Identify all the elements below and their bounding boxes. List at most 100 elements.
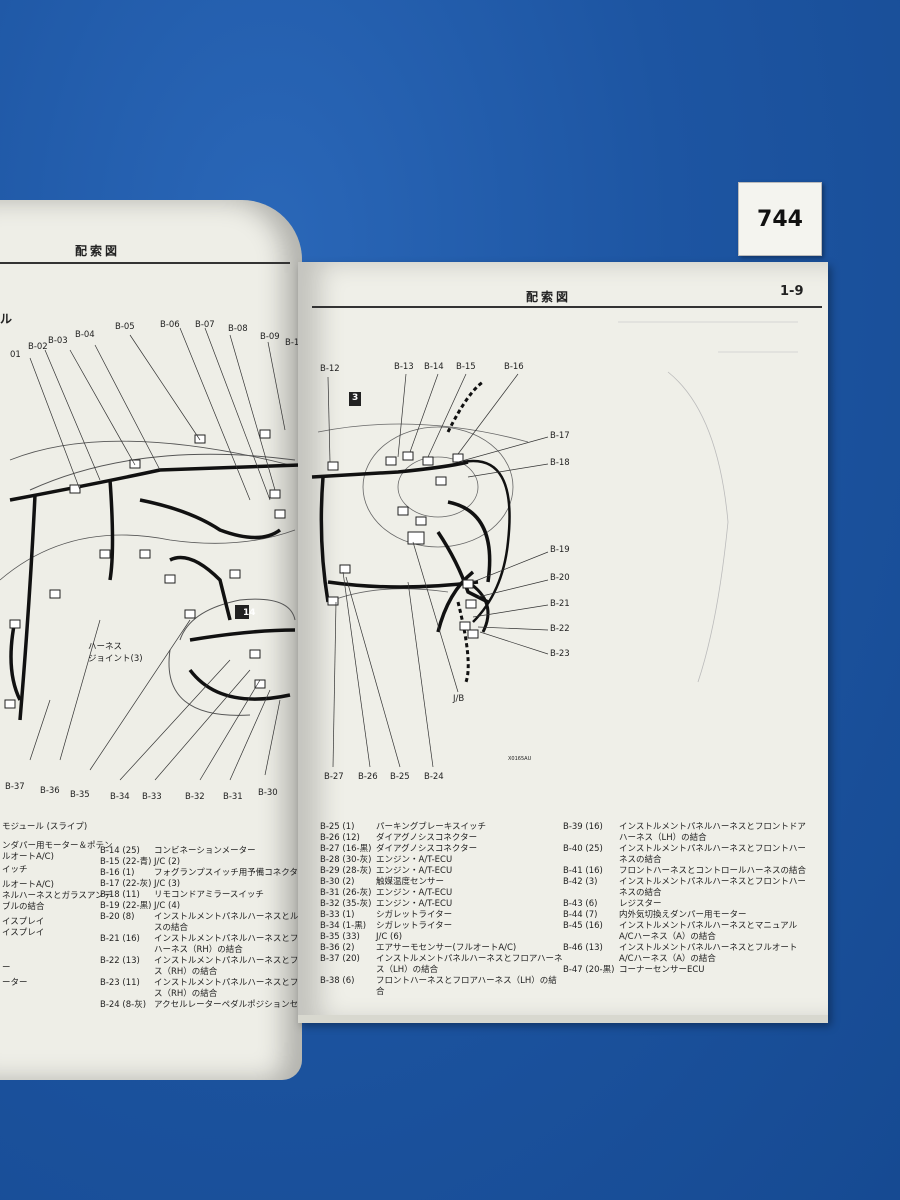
legend-code: B-22 (13) [100, 956, 140, 966]
page-number-tag: 744 [738, 182, 822, 256]
jb-label: J/B [453, 694, 465, 704]
left-top-label-b10: B-10 [285, 338, 302, 348]
right-top-label-b14: B-14 [424, 362, 444, 372]
right-page-number: 1-9 [780, 284, 804, 299]
legend-row: 合 [320, 987, 563, 998]
left-top-label-b04: B-04 [75, 330, 95, 340]
legend-row: B-45 (16)インストルメントパネルハーネスとマニュアル [563, 921, 806, 932]
left-top-label-b06: B-06 [160, 320, 180, 330]
legend-row: B-15 (22-青)J/C (2) [100, 857, 302, 868]
legend-text: J/C (3) [154, 879, 181, 889]
right-header-rule [312, 306, 822, 308]
right-side-label-b19: B-19 [550, 545, 570, 555]
legend-code: B-35 (33) [320, 932, 360, 942]
right-legend-right: B-39 (16)インストルメントパネルハーネスとフロントドアハーネス（LH）の… [563, 822, 806, 976]
legend-row: B-38 (6)フロントハーネスとフロアハーネス（LH）の結 [320, 976, 563, 987]
legend-text: シガレットライター [376, 910, 453, 920]
right-side-label-b18: B-18 [550, 458, 570, 468]
right-side-label-b17: B-17 [550, 431, 570, 441]
legend-code: B-23 (11) [100, 978, 140, 988]
legend-code: B-25 (1) [320, 822, 355, 832]
legend-row: B-39 (16)インストルメントパネルハーネスとフロントドア [563, 822, 806, 833]
legend-code: B-19 (22-黒) [100, 901, 152, 911]
legend-code: B-40 (25) [563, 844, 603, 854]
left-bottom-label-b31: B-31 [223, 792, 243, 802]
harness-joint-line2: ジョイント(3) [88, 654, 143, 664]
left-fragment: モジュール (スライプ) [2, 822, 88, 832]
legend-code: B-14 (25) [100, 846, 140, 856]
right-top-label-b13: B-13 [394, 362, 414, 372]
legend-code: B-24 (8-灰) [100, 1000, 147, 1010]
left-fragment: ーター [2, 978, 28, 988]
legend-row: B-43 (6)レジスター [563, 899, 806, 910]
legend-row: A/Cハーネス（A）の結合 [563, 954, 806, 965]
legend-row: B-18 (11)リモコンドアミラースイッチ [100, 890, 302, 901]
right-marker: 3 [352, 393, 359, 403]
legend-code: B-43 (6) [563, 899, 598, 909]
legend-code [100, 989, 154, 1000]
left-fragment: イッチ [2, 865, 28, 875]
legend-text: フォグランプスイッチ用予備コネクター [154, 868, 302, 878]
legend-row: B-24 (8-灰) アクセルレーターペダルポジションセ [100, 1000, 302, 1011]
legend-row: B-36 (2)エアサーモセンサー(フルオートA/C) [320, 943, 563, 954]
right-side-label-b22: B-22 [550, 624, 570, 634]
legend-code: B-30 (2) [320, 877, 355, 887]
left-fragment: ー [2, 963, 11, 973]
legend-code [100, 923, 154, 934]
left-fragment: イスプレイ [2, 917, 45, 927]
legend-text: ダイアグノシスコネクター [376, 844, 478, 854]
left-bottom-label-b35: B-35 [70, 790, 90, 800]
legend-code: B-37 (20) [320, 954, 360, 964]
legend-code: B-16 (1) [100, 868, 135, 878]
right-bottom-label-b26: B-26 [358, 772, 378, 782]
legend-text: インストルメントパネルハーネスとフロントドア [619, 822, 806, 832]
legend-code [100, 945, 154, 956]
legend-text: コンビネーションメーター [154, 846, 256, 856]
left-wiring-diagram [0, 327, 301, 781]
legend-text: パーキングブレーキスイッチ [376, 822, 486, 832]
left-top-label-b09: B-09 [260, 332, 280, 342]
legend-row: B-25 (1) パーキングブレーキスイッチ [320, 822, 563, 833]
legend-row: ハーネス（LH）の結合 [563, 833, 806, 844]
right-top-label-b12: B-12 [320, 364, 340, 374]
legend-text: スの結合 [154, 923, 189, 933]
legend-text: J/C (2) [154, 857, 181, 867]
legend-code: B-17 (22-灰) [100, 879, 152, 889]
legend-code [320, 987, 376, 998]
left-header-rule [0, 262, 290, 264]
left-title-fragment: ル [0, 312, 13, 326]
legend-row: B-29 (28-灰)エンジン・A/T-ECU [320, 866, 563, 877]
right-side-label-b20: B-20 [550, 573, 570, 583]
legend-text: 内外気切換えダンパー用モーター [619, 910, 747, 920]
legend-code: B-32 (35-灰) [320, 899, 372, 909]
legend-code [563, 932, 619, 943]
legend-text: アクセルレーターペダルポジションセ [154, 1000, 299, 1010]
left-bottom-label-b33: B-33 [142, 792, 162, 802]
legend-row: B-21 (16)インストルメントパネルハーネスとフロ [100, 934, 302, 945]
legend-text: A/Cハーネス（A）の結合 [619, 954, 716, 964]
legend-code [100, 967, 154, 978]
legend-row: B-33 (1)シガレットライター [320, 910, 563, 921]
legend-code: B-29 (28-灰) [320, 866, 372, 876]
legend-code [563, 888, 619, 899]
right-side-label-b23: B-23 [550, 649, 570, 659]
legend-code: B-28 (30-灰) [320, 855, 372, 865]
legend-row: ハーネス（RH）の結合 [100, 945, 302, 956]
legend-text: エンジン・A/T-ECU [376, 888, 453, 898]
legend-row: B-41 (16)フロントハーネスとコントロールハーネスの結合 [563, 866, 806, 877]
legend-row: B-17 (22-灰)J/C (3) [100, 879, 302, 890]
legend-row: B-40 (25)インストルメントパネルハーネスとフロントハー [563, 844, 806, 855]
legend-row: B-37 (20)インストルメントパネルハーネスとフロアハーネ [320, 954, 563, 965]
legend-code: B-41 (16) [563, 866, 603, 876]
legend-text: A/Cハーネス（A）の結合 [619, 932, 716, 942]
left-bottom-label-b30: B-30 [258, 788, 278, 798]
legend-text: インストルメントパネルハーネスとマニュアル [619, 921, 798, 931]
legend-code [563, 855, 619, 866]
left-marker: 14 [243, 608, 256, 618]
legend-row: B-16 (1) フォグランプスイッチ用予備コネクター [100, 868, 302, 879]
left-top-label-b07: B-07 [195, 320, 215, 330]
legend-row: B-26 (12)ダイアグノシスコネクター [320, 833, 563, 844]
legend-row: B-44 (7)内外気切換えダンパー用モーター [563, 910, 806, 921]
left-fragment: ンダパー用モーター＆ポテン [2, 841, 113, 851]
right-bottom-label-b27: B-27 [324, 772, 344, 782]
